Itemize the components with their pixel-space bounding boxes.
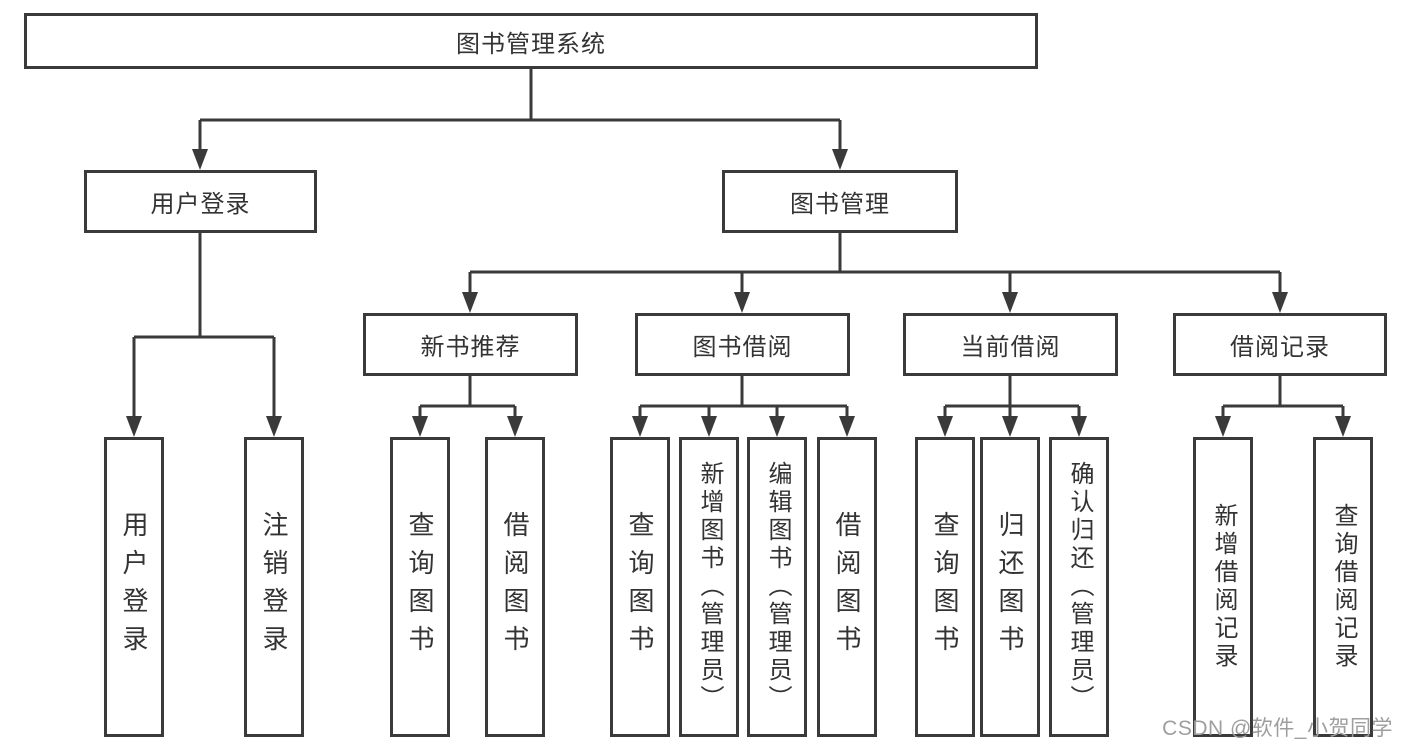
connector-borrow-records-group xyxy=(1215,376,1351,437)
node-book-management-label: 图书管理 xyxy=(790,191,890,218)
connector-book-borrow-group xyxy=(632,376,855,437)
node-borrow-records: 借阅记录 xyxy=(1173,313,1387,376)
leaf-user-login-label: 用户登录 xyxy=(119,511,149,663)
leaf-add-borrow-record-label: 新增借阅记录 xyxy=(1210,503,1237,671)
leaf-query-book-current-label: 查询图书 xyxy=(930,511,960,663)
node-borrow-records-label: 借阅记录 xyxy=(1230,334,1330,361)
leaf-user-login: 用户登录 xyxy=(104,437,164,737)
leaf-return-book-label: 归还图书 xyxy=(995,511,1025,663)
csdn-watermark: CSDN @软件_小贺同学 xyxy=(1162,717,1393,740)
connector-new-book-group xyxy=(412,376,523,437)
leaf-logout: 注销登录 xyxy=(244,437,304,737)
connector-current-borrow-group xyxy=(937,376,1087,437)
node-user-login-label: 用户登录 xyxy=(150,191,251,218)
node-new-book-recommend: 新书推荐 xyxy=(363,313,578,376)
leaf-query-book-borrow-label: 查询图书 xyxy=(625,511,655,663)
node-new-book-recommend-label: 新书推荐 xyxy=(420,334,521,361)
connector-book-management-group xyxy=(462,233,1288,313)
leaf-add-book-admin-label: 新增图书（管理员） xyxy=(696,461,723,713)
node-current-borrow-label: 当前借阅 xyxy=(960,334,1061,361)
node-book-management: 图书管理 xyxy=(722,170,958,233)
leaf-edit-book-admin: 编辑图书（管理员） xyxy=(747,437,807,737)
leaf-query-book-recommend: 查询图书 xyxy=(390,437,450,737)
connector-root-to-level2 xyxy=(192,69,848,170)
leaf-query-borrow-record: 查询借阅记录 xyxy=(1313,437,1373,737)
node-root: 图书管理系统 xyxy=(24,13,1038,69)
leaf-return-book: 归还图书 xyxy=(980,437,1040,737)
leaf-borrow-book-label: 借阅图书 xyxy=(832,511,862,663)
leaf-add-book-admin: 新增图书（管理员） xyxy=(679,437,739,737)
leaf-query-borrow-record-label: 查询借阅记录 xyxy=(1330,503,1357,671)
leaf-logout-label: 注销登录 xyxy=(259,511,289,663)
node-root-label: 图书管理系统 xyxy=(456,30,606,58)
leaf-borrow-book-recommend-label: 借阅图书 xyxy=(500,511,530,663)
leaf-confirm-return-admin: 确认归还（管理员） xyxy=(1049,437,1109,737)
node-book-borrow-label: 图书借阅 xyxy=(692,334,793,361)
node-current-borrow: 当前借阅 xyxy=(903,313,1118,376)
leaf-query-book-recommend-label: 查询图书 xyxy=(405,511,435,663)
connector-user-login-group xyxy=(126,233,282,437)
leaf-confirm-return-admin-label: 确认归还（管理员） xyxy=(1066,461,1093,713)
leaf-query-book-borrow: 查询图书 xyxy=(610,437,670,737)
leaf-borrow-book-recommend: 借阅图书 xyxy=(485,437,545,737)
node-user-login: 用户登录 xyxy=(84,170,317,233)
leaf-edit-book-admin-label: 编辑图书（管理员） xyxy=(764,461,791,713)
leaf-add-borrow-record: 新增借阅记录 xyxy=(1193,437,1253,737)
leaf-borrow-book: 借阅图书 xyxy=(817,437,877,737)
leaf-query-book-current: 查询图书 xyxy=(915,437,975,737)
node-book-borrow: 图书借阅 xyxy=(635,313,850,376)
